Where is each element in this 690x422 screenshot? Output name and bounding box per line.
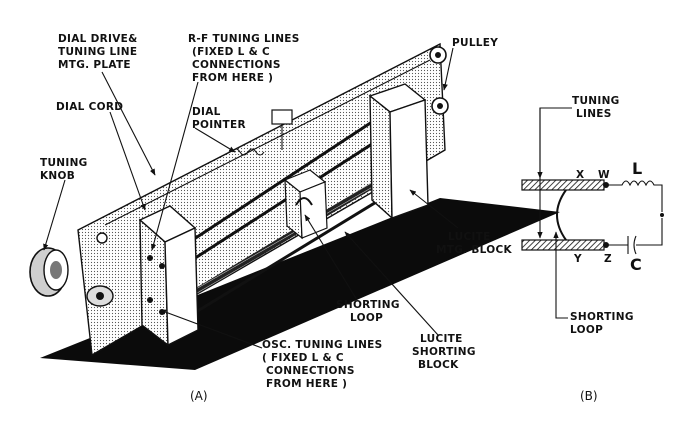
label-dial-pointer: DIAL POINTER — [192, 106, 246, 131]
lower-pulley — [431, 97, 449, 115]
caption-a: (A) — [190, 389, 208, 403]
label-osc-tuning-lines: OSC. TUNING LINES ( FIXED L & C CONNECTI… — [262, 339, 386, 390]
label-pulley: PULLEY — [452, 37, 498, 49]
tuning-rod-4 — [195, 188, 397, 314]
schematic-view-b — [521, 107, 664, 319]
label-rf-tuning-lines: R-F TUNING LINES (FIXED L & C CONNECTION… — [188, 33, 304, 84]
upper-tuning-line — [521, 179, 605, 191]
upper-pulley — [429, 46, 447, 64]
label-tuning-knob: TUNING KNOB — [40, 157, 92, 182]
label-node-y: Y — [573, 253, 582, 265]
tuning-rod-3 — [188, 172, 392, 298]
schematic-shorting-loop — [556, 189, 567, 241]
right-lucite-block — [368, 83, 429, 220]
lucite-shorting-block — [283, 169, 328, 240]
label-shorting-loop-a: SHORTING LOOP — [336, 299, 404, 324]
lower-tuning-line — [521, 239, 605, 251]
label-dial-drive: DIAL DRIVE& TUNING LINE MTG. PLATE — [58, 33, 142, 71]
label-schem-shorting-loop: SHORTING LOOP — [570, 311, 638, 336]
labels-a: DIAL DRIVE& TUNING LINE MTG. PLATE R-F T… — [40, 33, 513, 403]
tuning-knob — [29, 232, 114, 307]
label-node-x: X — [576, 169, 584, 181]
label-component-l: L — [632, 159, 642, 178]
label-node-z: Z — [604, 253, 612, 265]
label-node-w: W — [598, 169, 610, 181]
label-schem-tuning-lines: TUNING LINES — [572, 95, 624, 120]
capacitor-c — [606, 218, 663, 255]
labels-b: TUNING LINES X W L Y Z C SHORTING LOOP (… — [570, 95, 642, 403]
label-component-c: C — [630, 255, 642, 274]
label-lucite-shorting-block: LUCITE SHORTING BLOCK — [412, 333, 480, 371]
left-lucite-block — [138, 205, 199, 347]
inductor-l — [606, 180, 663, 212]
caption-b: (B) — [580, 389, 598, 403]
label-lucite-mtg-block: LUCITE MTG. BLOCK — [436, 231, 513, 256]
pictorial-view-a — [29, 42, 560, 370]
label-dial-cord: DIAL CORD — [56, 101, 123, 113]
